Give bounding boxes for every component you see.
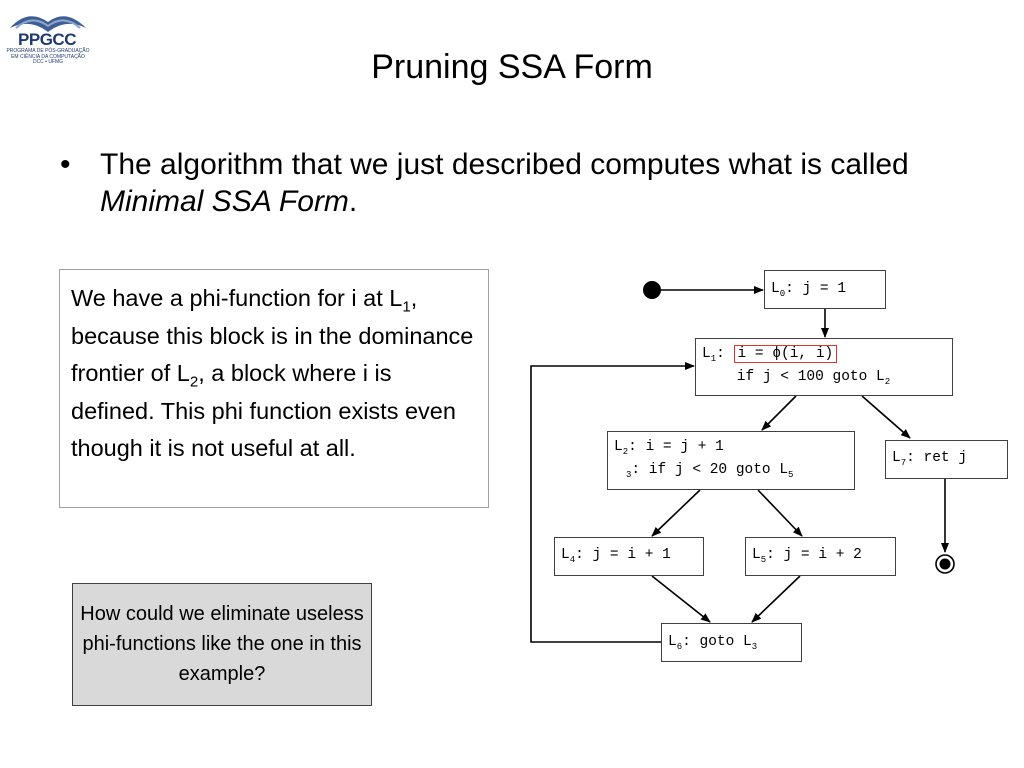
edge-L2-L4 — [651, 489, 701, 537]
bullet-text-end: . — [348, 185, 358, 218]
edge-L6-L1-back — [530, 362, 695, 643]
edge-L1-L7 — [861, 395, 911, 439]
node-label-sub: 5 — [760, 554, 767, 565]
bullet-emphasis: Minimal SSA Form — [100, 185, 349, 218]
edge-L4-L6 — [651, 575, 711, 623]
explanation-sub: 2 — [189, 373, 199, 391]
cfg-node-L6: L6: goto L3 — [661, 623, 802, 662]
slide-title: Pruning SSA Form — [371, 48, 653, 86]
node-label: L — [892, 450, 901, 466]
cfg-node-L5: L5: j = i + 2 — [745, 537, 896, 576]
edge-L1-L2 — [761, 395, 797, 431]
bullet-text: The algorithm that we just described com… — [100, 146, 960, 220]
question-text: How could we eliminate useless phi-funct… — [80, 603, 364, 685]
node-code-sub: 2 — [884, 376, 891, 387]
explanation-text: , because this block is in the dominance… — [71, 285, 474, 386]
node-label: L — [771, 281, 780, 297]
node-code: : j = i + 2 — [766, 547, 862, 563]
cfg-node-L2: L2: i = j + 1 3: if j < 20 goto L5 — [607, 431, 855, 490]
node-label: L — [702, 346, 711, 362]
explanation-text: We have a phi-function for i at L — [71, 285, 403, 311]
node-code-sub: 3 — [751, 641, 758, 652]
edge-L2-L5 — [757, 489, 803, 537]
bullet-text-main: The algorithm that we just described com… — [100, 148, 909, 181]
node-label-sub: 7 — [900, 457, 907, 468]
explanation-box: We have a phi-function for i at L1, beca… — [59, 269, 489, 508]
question-box: How could we eliminate useless phi-funct… — [72, 583, 372, 706]
phi-function-highlight: i = ϕ(i, i) — [733, 345, 838, 363]
node-code: : i = j + 1 — [628, 439, 724, 455]
ppgcc-logo — [10, 16, 86, 32]
bullet-marker: • — [60, 148, 71, 181]
cfg-node-L1: L1: i = ϕ(i, i) if j < 100 goto L2 — [695, 338, 953, 396]
node-label-sub: 3 — [626, 469, 632, 480]
node-code: : if j < 20 goto L — [631, 462, 789, 478]
edge-L5-L6 — [751, 575, 801, 623]
node-label: L — [614, 439, 623, 455]
cfg-node-L4: L4: j = i + 1 — [554, 537, 704, 576]
start-node-icon — [643, 281, 661, 299]
node-code-sub: 5 — [788, 469, 794, 480]
node-label-sub: 0 — [779, 288, 786, 299]
node-label: L — [752, 547, 761, 563]
node-code: : j = 1 — [785, 281, 847, 297]
node-code: : — [716, 346, 734, 362]
node-code: if j < 100 goto L — [702, 369, 885, 385]
node-code: : goto L — [682, 634, 752, 650]
node-code: : ret j — [906, 450, 968, 466]
node-label-sub: 2 — [622, 446, 629, 457]
cfg-node-L0: L0: j = 1 — [764, 270, 886, 309]
explanation-sub: 1 — [402, 298, 411, 316]
node-code: : j = i + 1 — [575, 547, 671, 563]
end-node-icon — [935, 554, 955, 574]
node-label: L — [668, 634, 677, 650]
node-label-sub: 1 — [710, 353, 717, 364]
logo-name: PPGCC — [18, 30, 76, 49]
node-label: L — [561, 547, 570, 563]
logo-subtitle: PROGRAMA DE PÓS-GRADUAÇÃO EM CIÊNCIA DA … — [6, 48, 90, 65]
cfg-node-L7: L7: ret j — [885, 440, 1008, 479]
node-label-sub: 6 — [676, 641, 683, 652]
node-label-sub: 4 — [569, 554, 576, 565]
explanation-text: , a block where i is defined. This phi f… — [71, 360, 456, 461]
